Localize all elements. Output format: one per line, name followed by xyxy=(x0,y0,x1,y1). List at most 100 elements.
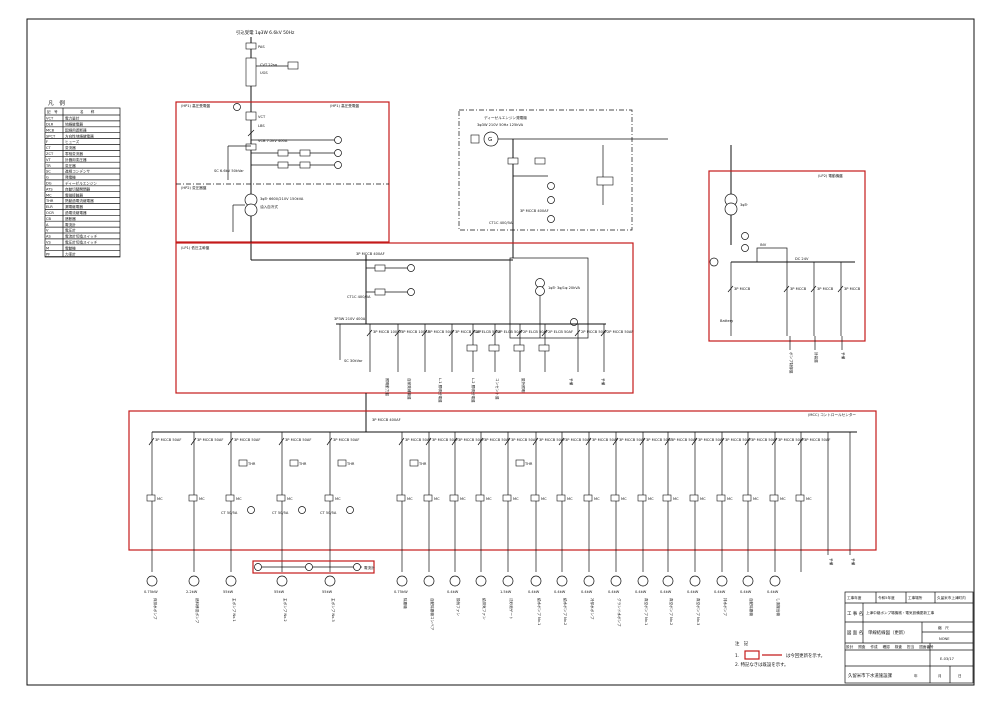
motor-label: し渣搬出機 xyxy=(776,598,781,616)
motor-rating: 0.4kW xyxy=(528,590,540,594)
mcc-mc: MC xyxy=(486,497,492,501)
notes-title: 注 記 xyxy=(735,640,749,647)
legend-name: ヒューズ xyxy=(65,139,80,144)
notes-line1: は今回更新を示す。 xyxy=(786,652,825,659)
tb-project-label: 工 事 名 xyxy=(847,610,863,617)
mcc-feeder-breaker: 3P MCCB 50AF xyxy=(333,438,359,442)
mcc-feeder-breaker: 3P MCCB 50AF xyxy=(565,438,591,442)
motor-rating: 0.4kW xyxy=(608,590,620,594)
motor-rating: 0.75kW xyxy=(394,590,408,594)
mcc-panel: 3P MCCB 400AF (MCC) コントロールセンター 3P MCCB 5… xyxy=(128,393,877,574)
motor-symbol xyxy=(188,575,200,587)
generator-panel: ディーゼルエンジン発電機 3φ3W 210V 50Hz 125kVA G 3P … xyxy=(458,109,668,258)
motor-symbol xyxy=(530,575,542,587)
mcc-mc: MC xyxy=(648,497,654,501)
legend-symbol: SC xyxy=(46,170,51,174)
tb-date-day: 日 xyxy=(958,674,962,678)
mcc-mc: MC xyxy=(621,497,627,501)
right-feeder-breaker: 3P MCCB xyxy=(844,287,861,291)
mcc-mc: MC xyxy=(287,497,293,501)
legend-name: 熱動過電流継電器 xyxy=(65,198,94,203)
legend-symbol: VT xyxy=(46,158,51,162)
tb-sign-header: 設計 xyxy=(846,644,854,649)
legend-symbol: VS xyxy=(46,241,51,245)
legend-symbol: DLR xyxy=(46,123,54,127)
mcc-mc: MC xyxy=(541,497,547,501)
right-panel: (LP2) 電動機盤 3φTr INV DC 24V Battery 3P MC… xyxy=(708,145,866,374)
lv-feeder-breaker: 3P MCCB 100AF xyxy=(373,330,402,334)
tb-project-value: 上津中継ポンプ場機械・電気設備更新工事 xyxy=(866,610,935,615)
legend-symbol: PF xyxy=(46,252,50,256)
motor-label: 真空ポンプ No.2 xyxy=(669,598,674,625)
mcc-feeders: 3P MCCB 50AF MC 3P MCCB 50AF MC 3P MCCB 50AF… xyxy=(146,432,851,572)
motor-rating: 0.4kW xyxy=(767,590,779,594)
motor-symbol xyxy=(502,575,514,587)
mcc-feeder-breaker: 3P MCCB 50AF xyxy=(698,438,724,442)
bridge-label: 電流計 xyxy=(364,565,375,570)
lv-main-panel: (LP1) 低圧主幹盤 3P MCCB 400AF CT1C 400/5A 1φ… xyxy=(175,242,634,403)
mcc-feeder-breaker: 3P MCCB 50AF xyxy=(671,438,697,442)
mcc-mc: MC xyxy=(236,497,242,501)
legend-name: 地絡継電器 xyxy=(65,122,83,127)
lv-busbar-label: 3P3W 210V 400A xyxy=(334,317,366,321)
ammeter-bridge xyxy=(252,560,375,574)
mcc-mc: MC xyxy=(753,497,759,501)
motor-symbol xyxy=(742,575,754,587)
legend-symbol: DG xyxy=(46,182,52,186)
tb-sign-row: 設計照査作成確認検査担当図面番号 xyxy=(846,644,934,649)
motor-symbol xyxy=(689,575,701,587)
mcc-feeder-breaker: 3P MCCB 50AF xyxy=(539,438,565,442)
right-panel-inv: INV xyxy=(760,243,767,247)
right-feeder-breaker: 3P MCCB xyxy=(790,287,807,291)
lv-feeder-label: 予備 xyxy=(601,378,606,386)
motor-label: 床排水ポンプ xyxy=(153,598,158,620)
motor-label: 沈砂池ゲート xyxy=(509,598,514,620)
mcc-mc: MC xyxy=(335,497,341,501)
lv-feeder-breaker: 3P MCCB 50AF xyxy=(455,330,481,334)
legend-symbol: ZCT xyxy=(46,152,54,156)
motor-rating: 0.4kW xyxy=(635,590,647,594)
lv-feeder-label: 予備 xyxy=(569,378,574,386)
lv-sc-label: SC 30kVar xyxy=(344,359,363,363)
motor-symbol xyxy=(449,575,461,587)
motor-rating: 0.75kW xyxy=(144,590,158,594)
lv-tr-label: 1φTr 3φ/1φ 20kVA xyxy=(548,286,580,290)
mcc-mc: MC xyxy=(567,497,573,501)
tb-drawing-no: E-03/17 xyxy=(940,657,954,661)
legend-name: 電力量計 xyxy=(65,116,80,121)
motor-symbol xyxy=(637,575,649,587)
legend-symbol: ATS xyxy=(46,187,53,191)
motor-label: 給排気ファン xyxy=(482,598,487,620)
lv-main-breaker: 3P MCCB 400AF xyxy=(356,252,385,256)
motor-symbol xyxy=(769,575,781,587)
mcc-ct: CT 50/5A xyxy=(272,511,289,515)
motor-label: 真空ポンプ No.3 xyxy=(696,598,701,625)
legend-header-name: 名 称 xyxy=(80,109,95,114)
legend-name: 電磁接触器 xyxy=(65,192,83,197)
legend-symbol: SPCT xyxy=(46,134,56,138)
lbs-label: LBS xyxy=(258,124,265,128)
lv-feeder-breaker: 3P MCCB 100AF xyxy=(401,330,430,334)
tb-sign-header: 作成 xyxy=(870,644,878,649)
legend-name: 自動切替開閉器 xyxy=(65,186,91,191)
mcc-thr: THR xyxy=(346,462,355,466)
mcc-thr: THR xyxy=(418,462,427,466)
motor-rating: 0.4kW xyxy=(660,590,672,594)
vct-box xyxy=(245,111,257,121)
mcc-feeder-breaker: 3P MCCB 50AF xyxy=(778,438,804,442)
motor-symbol xyxy=(662,575,674,587)
lv-feeder-label: 自家発補機盤 xyxy=(407,378,412,400)
mcc-mc: MC xyxy=(407,497,413,501)
mcc-mc: MC xyxy=(199,497,205,501)
mcc-mc: MC xyxy=(594,497,600,501)
legend-name: 計器用変圧器 xyxy=(65,157,87,162)
legend-symbol: MC xyxy=(46,193,52,197)
motor-rating: 0.4kW xyxy=(554,590,566,594)
tb-year-value: 令和5年度 xyxy=(878,595,895,600)
lv-feeder-breaker: 2P ELCB 50AF xyxy=(498,330,523,334)
lv-feeder-label: L-2 照明分電盤 xyxy=(471,378,476,403)
motor-symbol xyxy=(556,575,568,587)
mcc-thr: THR xyxy=(298,462,307,466)
vct-unit xyxy=(245,57,257,87)
